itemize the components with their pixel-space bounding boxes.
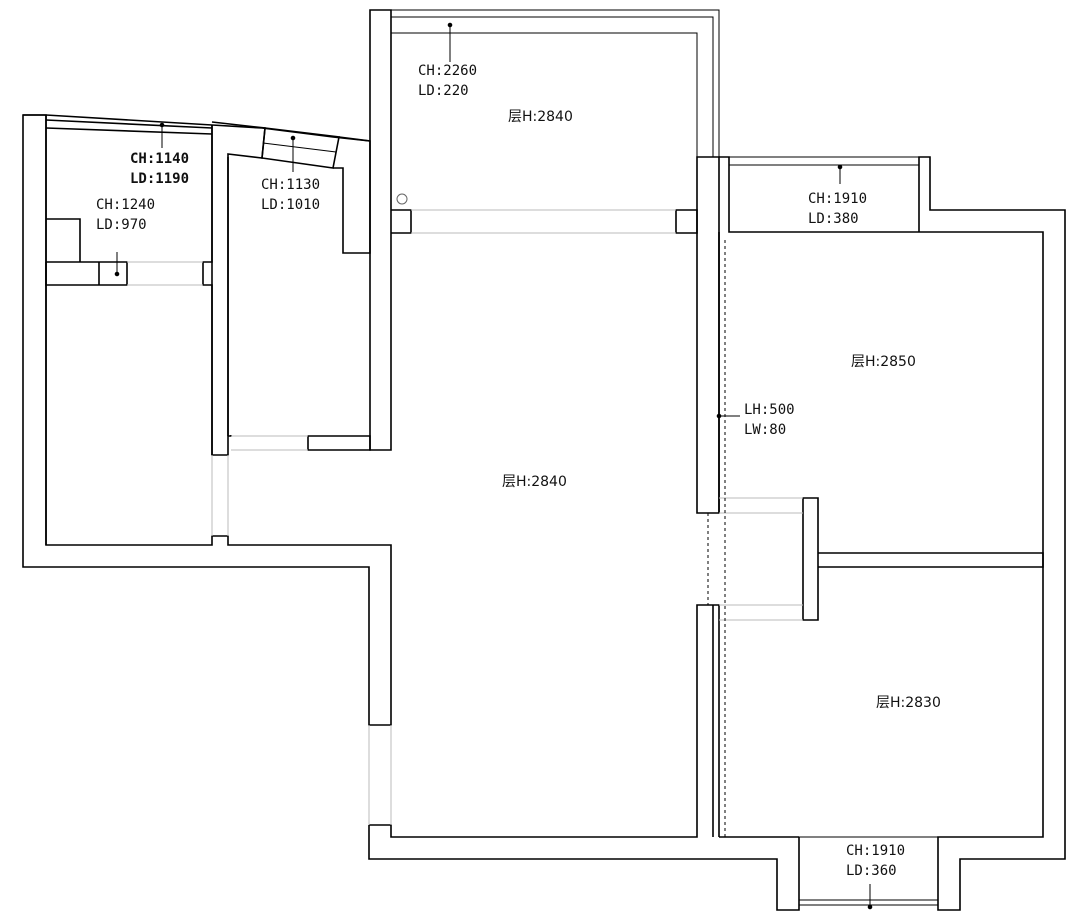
window-ch: CH:1240 (96, 197, 156, 213)
door-opening-left-room (127, 261, 203, 286)
wall-right-upper (719, 156, 1066, 911)
wall-top-room-small-left (391, 209, 412, 234)
room-label-bedroom-upper: 层H:2850 (851, 354, 916, 370)
opening-top-room (411, 209, 676, 234)
opening-left-bottom (211, 455, 229, 536)
window-ch: CH:1910 (808, 191, 868, 207)
outer-wall-left-room (22, 114, 392, 726)
pipe-symbol (396, 193, 408, 205)
door-mid-room (231, 435, 308, 451)
window-label-top-left: CH:1140 LD:1190 (130, 149, 189, 189)
window-mid-room-line (262, 142, 337, 153)
leader-dot-top-left-window (159, 122, 165, 128)
opening-lw: LW:80 (744, 422, 787, 438)
wall-mid-room-bottom (307, 435, 371, 451)
window-label-right-upper: CH:1910 LD:380 (808, 189, 867, 229)
wall-mid-room (211, 121, 266, 436)
window-ld: LD:970 (96, 217, 147, 233)
window-ch: CH:1130 (261, 177, 321, 193)
leader-dot-mid-window (290, 135, 296, 141)
leader-dot-bottom-window (867, 904, 873, 910)
window-ch: CH:1910 (846, 843, 906, 859)
curved-wall-top-inner (45, 127, 213, 135)
window-ch: CH:2260 (418, 63, 478, 79)
room-label-bedroom-lower: 层H:2830 (876, 695, 941, 711)
wall-right-divider (818, 552, 1044, 568)
door-right-lower (719, 604, 803, 621)
window-label-bottom: CH:1910 LD:360 (846, 841, 905, 881)
wall-right-column (696, 156, 720, 514)
window-ld: LD:1010 (261, 197, 321, 213)
leader-dot-top-room (447, 22, 453, 28)
window-ld: LD:220 (418, 83, 469, 99)
window-right-upper (729, 156, 919, 166)
wall-top-room-small-right (675, 209, 698, 234)
partition-left-room (45, 218, 128, 286)
window-ld: LD:380 (808, 211, 859, 227)
window-ld: LD:1190 (130, 171, 190, 187)
window-ld: LD:360 (846, 863, 897, 879)
opening-lh: LH:500 (744, 402, 795, 418)
opening-living-left (368, 725, 392, 825)
wall-right-partition (802, 497, 819, 621)
room-label-top: 层H:2840 (508, 109, 573, 125)
wall-left-room-right (202, 125, 232, 456)
leader-dot-small-left-window (114, 271, 120, 277)
window-ch: CH:1140 (130, 151, 190, 167)
wall-bottom-window (799, 836, 938, 906)
leader-dot-opening (716, 413, 722, 419)
wall-mid-room-right (333, 136, 371, 254)
wall-top-room-frame (391, 9, 720, 157)
window-label-small-left: CH:1240 LD:970 (96, 195, 155, 235)
window-label-mid: CH:1130 LD:1010 (261, 175, 320, 215)
window-frame-top-left (45, 119, 213, 129)
wall-living-bottom (368, 604, 800, 911)
opening-label: LH:500 LW:80 (744, 400, 795, 440)
wall-central-left (369, 9, 392, 451)
window-label-top-room: CH:2260 LD:220 (418, 61, 477, 101)
room-label-living: 层H:2840 (502, 474, 567, 490)
door-right-upper (719, 497, 803, 514)
leader-dot-right-upper-window (837, 164, 843, 170)
